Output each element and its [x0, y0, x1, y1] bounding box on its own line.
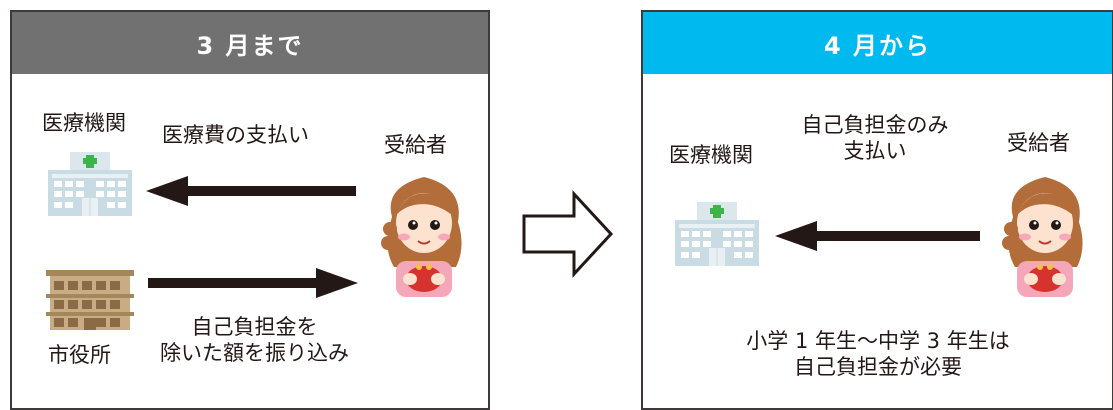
- before-payment-label: 医療費の支払い: [162, 123, 309, 147]
- after-payment-line1: 自己負担金のみ: [801, 113, 949, 137]
- hollow-right-arrow-icon: [522, 190, 614, 278]
- woman-with-purse-icon: [381, 177, 462, 297]
- after-recipient-label: 受給者: [1007, 131, 1070, 155]
- hospital-icon: [48, 152, 132, 216]
- before-cityhall-label: 市役所: [48, 343, 111, 367]
- after-note-line1: 小学 1 年生～中学 3 年生は: [746, 329, 1010, 353]
- city-hall-icon: [46, 270, 134, 330]
- transfer-arrow-right: [148, 268, 358, 298]
- before-hospital-label: 医療機関: [42, 111, 126, 135]
- after-payment-line2: 支払い: [843, 139, 907, 163]
- hospital-icon: [675, 202, 759, 266]
- before-panel: 3 月まで 医療機関 医療費の支払い 受給者: [10, 10, 490, 410]
- transfer-label: 自己負担金を 除いた額を振り込み: [152, 314, 357, 366]
- woman-with-purse-icon: [1002, 177, 1083, 297]
- after-panel: 4 月から 自己負担金のみ 支払い 医療機関 受給者: [641, 10, 1113, 410]
- self-pay-arrow-left: [775, 221, 980, 251]
- after-payment-label: 自己負担金のみ 支払い: [785, 112, 965, 164]
- after-hospital-label: 医療機関: [669, 143, 753, 167]
- after-header-text: 4 月から: [823, 31, 932, 60]
- before-recipient-label: 受給者: [384, 133, 447, 157]
- after-header: 4 月から: [643, 12, 1112, 74]
- transfer-label-line2: 除いた額を振り込み: [160, 341, 349, 365]
- after-note: 小学 1 年生～中学 3 年生は 自己負担金が必要: [663, 328, 1093, 380]
- after-note-line2: 自己負担金が必要: [794, 355, 962, 379]
- before-header: 3 月まで: [12, 12, 488, 74]
- payment-arrow-left: [146, 176, 356, 206]
- transfer-label-line1: 自己負担金を: [191, 315, 318, 339]
- before-header-text: 3 月まで: [196, 31, 304, 60]
